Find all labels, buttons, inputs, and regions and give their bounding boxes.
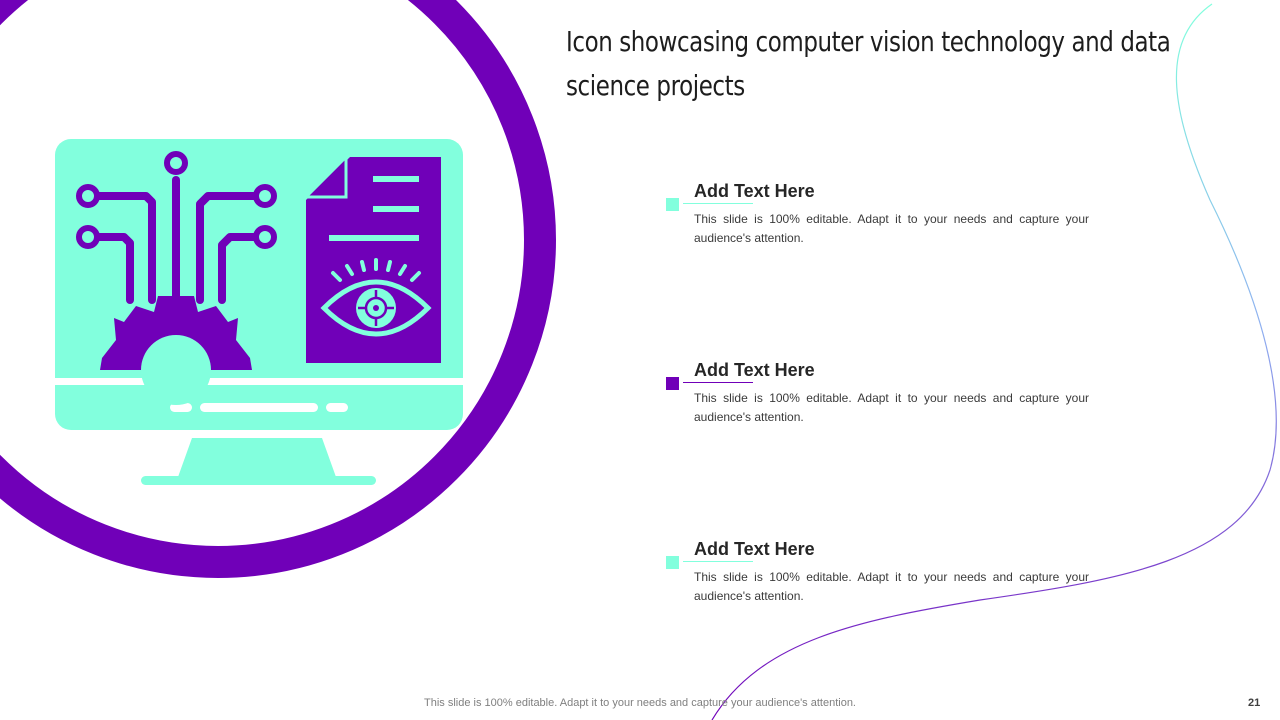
page-number: 21 xyxy=(1248,697,1261,709)
document-eye-icon xyxy=(302,153,441,363)
decorative-curve xyxy=(711,3,1277,720)
circuit-gear-icon xyxy=(76,151,277,405)
slide-title: Icon showcasing computer vision technolo… xyxy=(566,25,1171,102)
bullet-square xyxy=(666,556,679,569)
text-block-heading: Add Text Here xyxy=(694,539,815,559)
text-block-body: This slide is 100% editable. Adapt it to… xyxy=(694,391,1089,424)
bullet-square xyxy=(666,377,679,390)
footer-note: This slide is 100% editable. Adapt it to… xyxy=(424,697,856,709)
text-block-heading: Add Text Here xyxy=(694,181,815,201)
heading-underline xyxy=(683,382,753,383)
text-block-heading: Add Text Here xyxy=(694,360,815,380)
decorative-ring xyxy=(0,0,556,578)
computer-vision-monitor-icon xyxy=(55,139,463,485)
text-block-body: This slide is 100% editable. Adapt it to… xyxy=(694,212,1089,245)
heading-underline xyxy=(683,203,753,204)
bullet-square xyxy=(666,198,679,211)
heading-underline xyxy=(683,561,753,562)
text-block-body: This slide is 100% editable. Adapt it to… xyxy=(694,570,1089,603)
